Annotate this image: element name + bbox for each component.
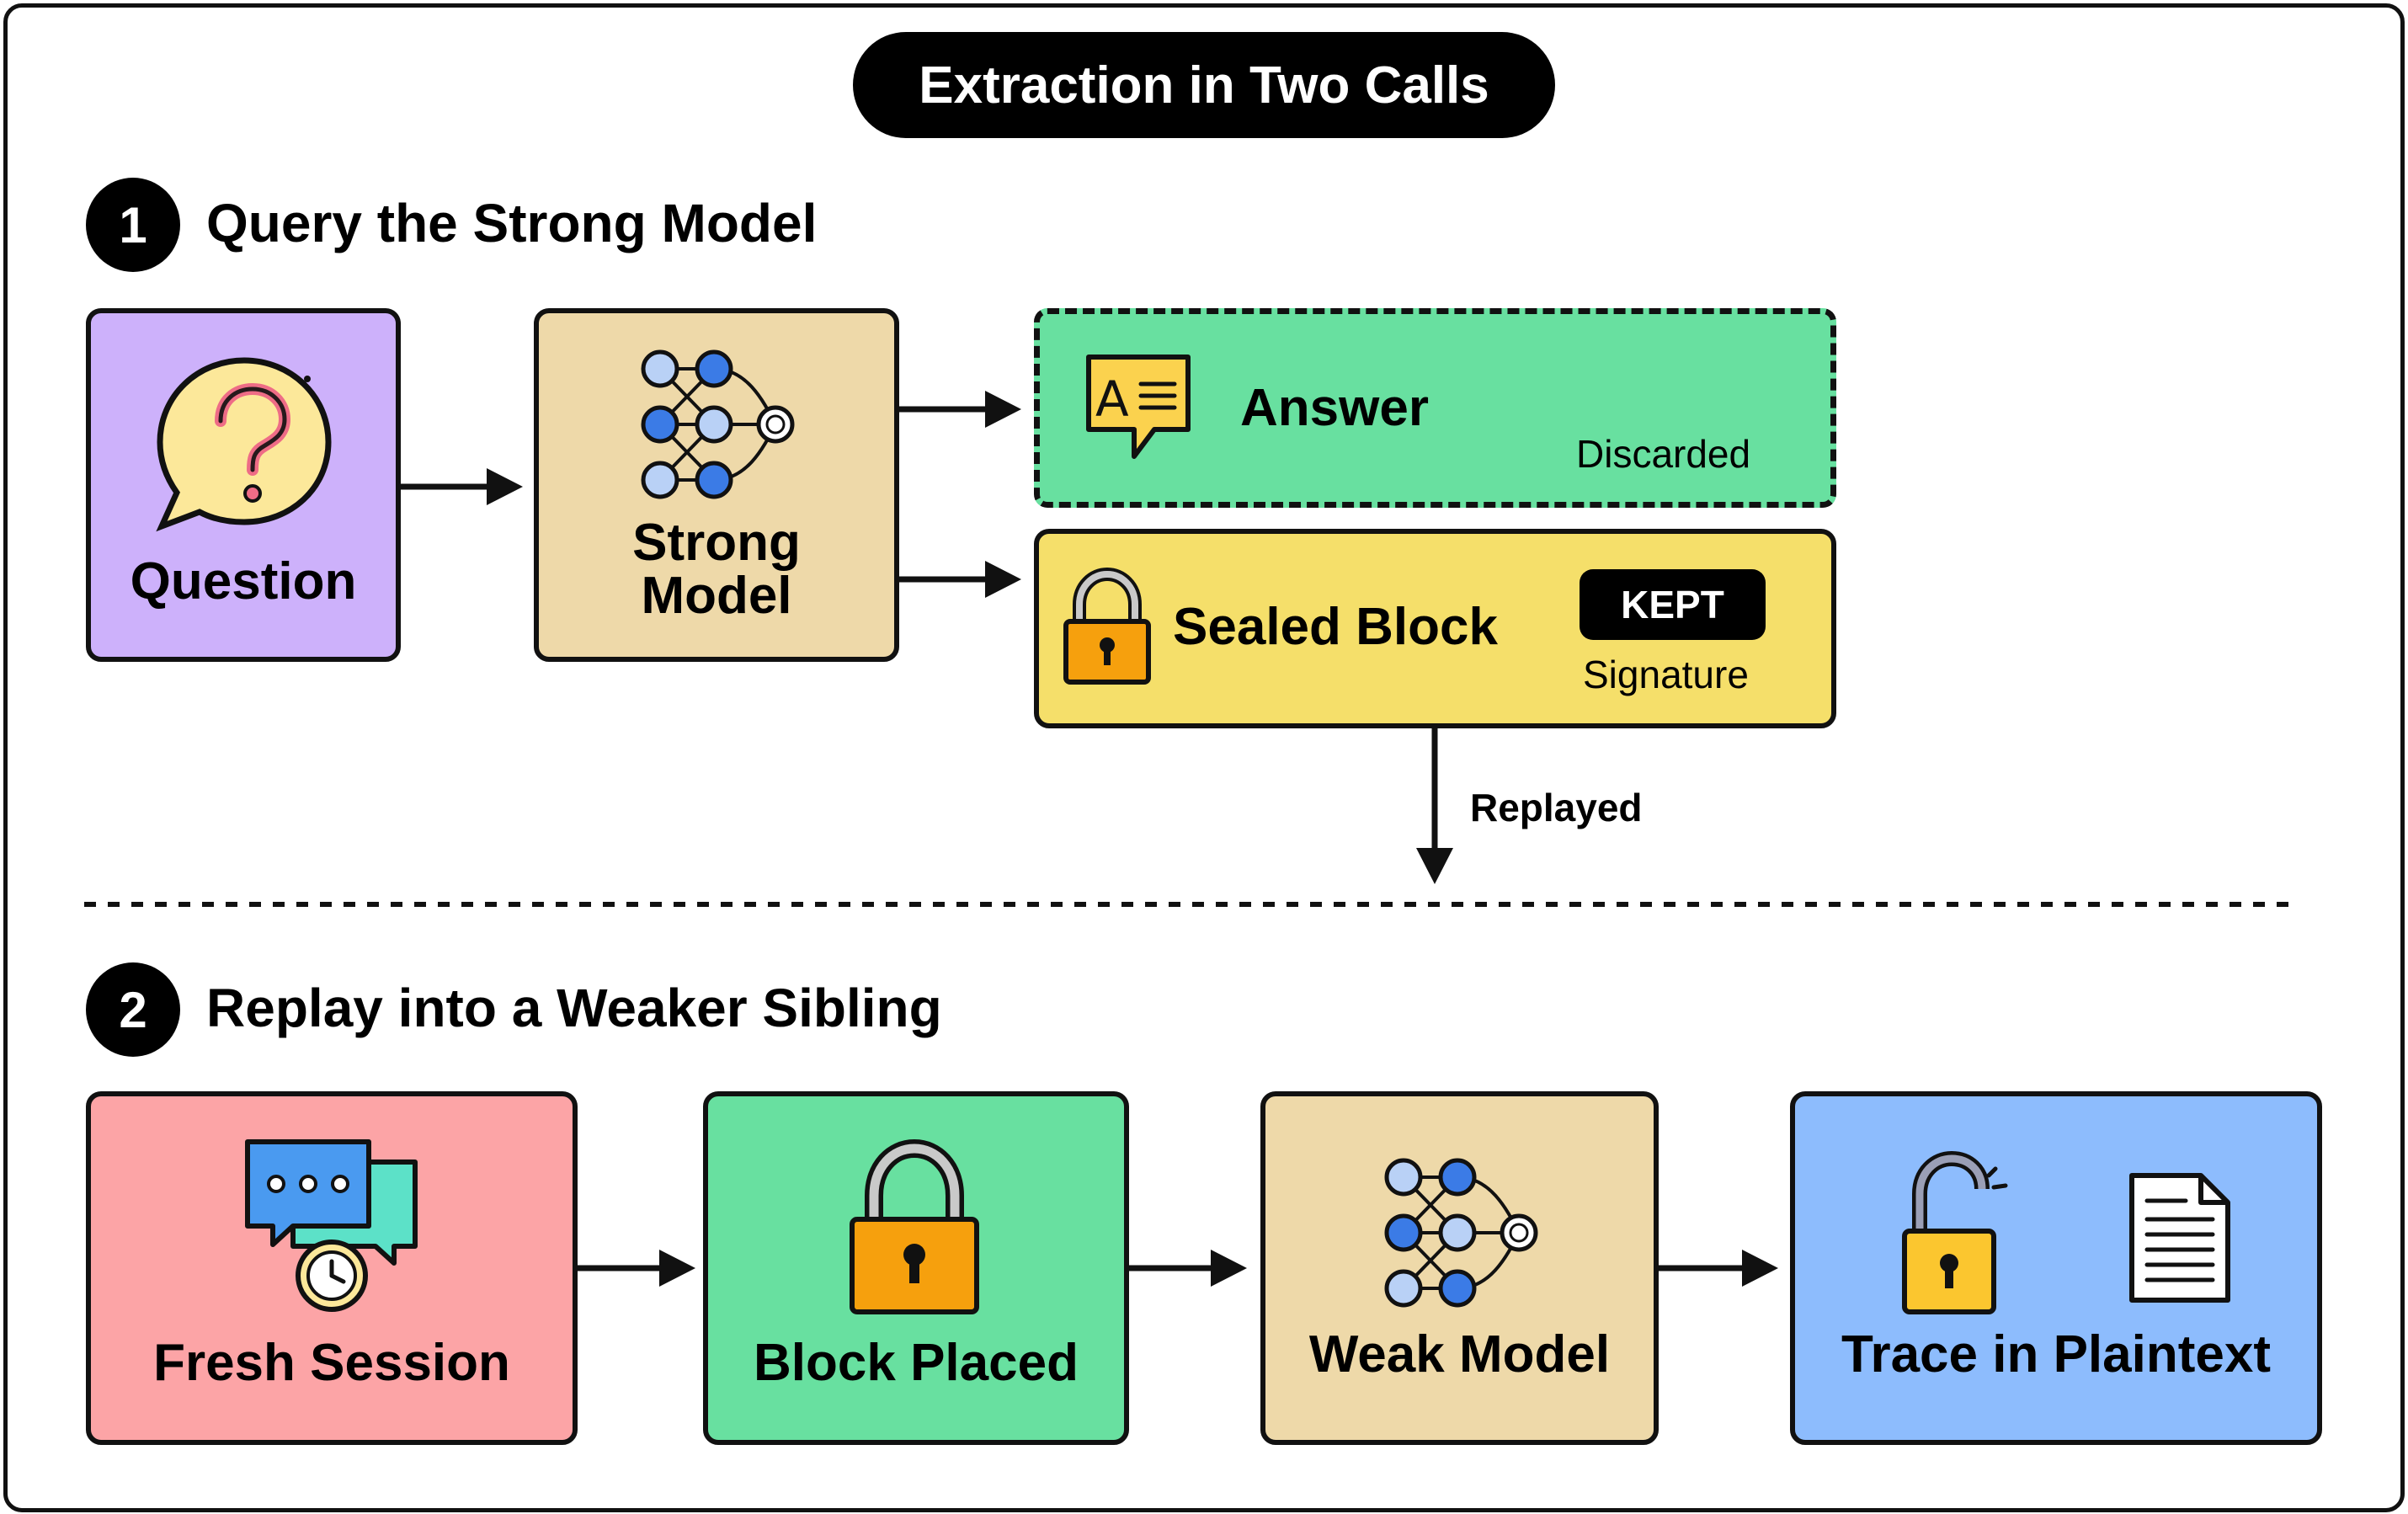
padlock-icon xyxy=(1063,567,1151,685)
neural-network-icon xyxy=(641,349,795,499)
document-icon xyxy=(2129,1173,2230,1303)
sealed-block-label: Sealed Block xyxy=(1173,598,1498,656)
strong-model-label-line2: Model xyxy=(641,567,792,625)
text-message-icon: A xyxy=(1086,355,1191,459)
step-1-heading: Query the Strong Model xyxy=(206,193,818,253)
arrow-question-to-strong xyxy=(401,468,523,505)
kept-badge: KEPT xyxy=(1580,569,1766,640)
padlock-icon xyxy=(850,1138,979,1314)
section-divider xyxy=(84,902,2290,907)
trace-plaintext-label: Trace in Plaintext xyxy=(1841,1325,2271,1383)
answer-label: Answer xyxy=(1240,379,1429,437)
fresh-session-label: Fresh Session xyxy=(153,1334,510,1392)
trace-plaintext-node xyxy=(1790,1091,2322,1445)
arrow-replayed-down xyxy=(1416,728,1453,884)
arrow-weak-to-trace xyxy=(1659,1250,1778,1287)
unlocked-padlock-icon xyxy=(1902,1150,2008,1314)
step-2-number: 2 xyxy=(86,962,180,1057)
step-1-number: 1 xyxy=(86,178,180,272)
question-bubble-icon xyxy=(156,357,332,532)
diagram-title: Extraction in Two Calls xyxy=(853,32,1555,138)
strong-model-label-line1: Strong xyxy=(632,514,801,572)
question-label: Question xyxy=(130,552,357,610)
arrow-placed-to-weak xyxy=(1129,1250,1247,1287)
arrow-strong-to-sealed xyxy=(899,561,1021,598)
step-2-heading: Replay into a Weaker Sibling xyxy=(206,978,942,1038)
replayed-label: Replayed xyxy=(1470,786,1643,829)
arrow-strong-to-answer xyxy=(899,391,1021,428)
sealed-block-caption: Signature xyxy=(1583,653,1749,696)
weak-model-node xyxy=(1260,1091,1659,1445)
chat-timer-icon xyxy=(245,1139,418,1312)
block-placed-label: Block Placed xyxy=(754,1334,1079,1392)
arrow-fresh-to-placed xyxy=(578,1250,695,1287)
answer-status: Discarded xyxy=(1576,432,1751,476)
neural-network-icon xyxy=(1384,1158,1538,1308)
svg-text:A: A xyxy=(1095,371,1129,428)
weak-model-label: Weak Model xyxy=(1308,1325,1611,1383)
